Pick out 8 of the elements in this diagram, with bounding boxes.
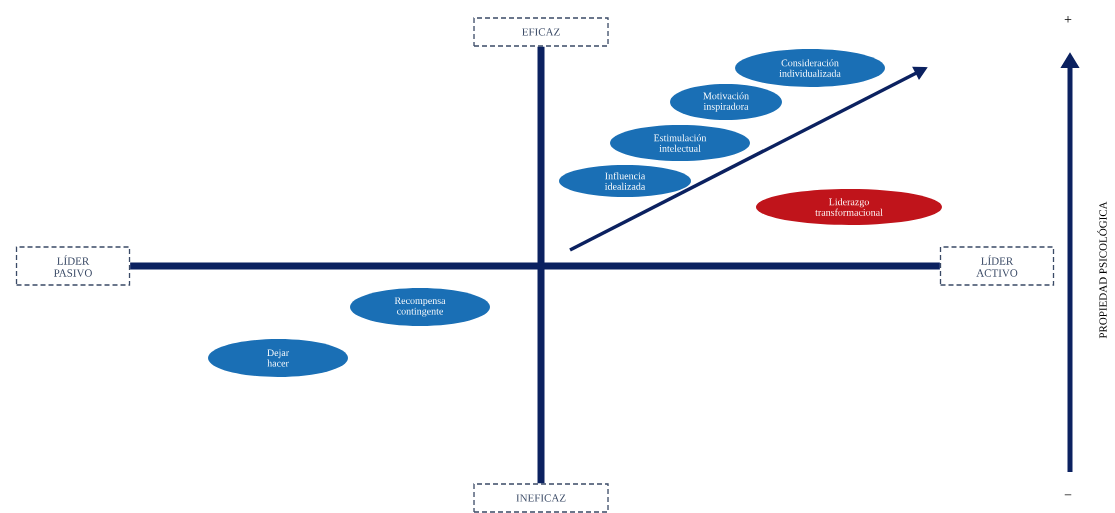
axis-title: PROPIEDAD PSICOLÓGICA <box>1097 201 1107 339</box>
label-box: INEFICAZ <box>473 483 609 513</box>
label-box: EFICAZ <box>473 17 609 47</box>
plus-sign: + <box>1064 16 1072 23</box>
minus-sign: − <box>1064 494 1072 496</box>
axis-line <box>537 46 545 484</box>
label-box: LÍDER PASIVO <box>15 246 131 286</box>
label-box: LÍDER ACTIVO <box>939 246 1055 286</box>
